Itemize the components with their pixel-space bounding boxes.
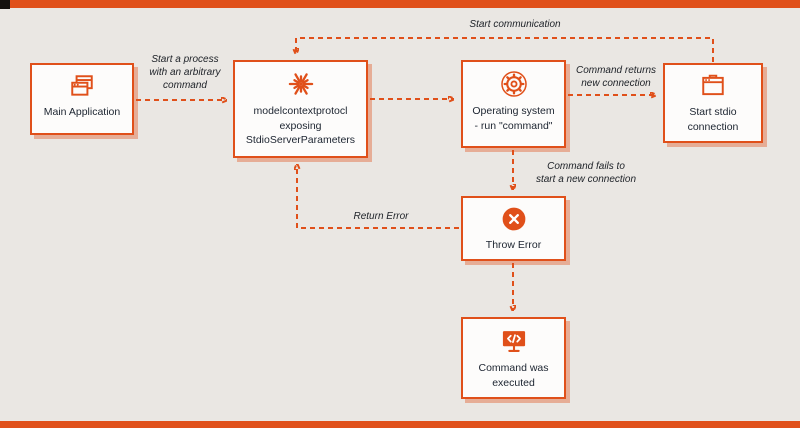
node-label: Throw Error xyxy=(485,239,542,251)
node-label: Operating system - run "command" xyxy=(472,105,555,132)
node-label: Main Application xyxy=(43,106,121,118)
node-label: modelcontextprotocl exposing StdioServer… xyxy=(245,105,356,147)
node-label: Start stdio connection xyxy=(687,106,739,133)
node-mcp-server: modelcontextprotocl exposing StdioServer… xyxy=(233,60,368,158)
edge-label-command-returns: Command returns new connection xyxy=(575,65,657,89)
edge-start-communication xyxy=(296,37,714,62)
error-circle-icon xyxy=(501,206,527,232)
node-throw-error: Throw Error xyxy=(461,196,566,261)
edge-label-start-process: Start a process with an arbitrary comman… xyxy=(149,54,221,91)
edge-label-command-fails: Command fails to start a new connection xyxy=(535,161,637,185)
node-start-stdio-connection: Start stdio connection xyxy=(663,63,763,143)
window-icon xyxy=(700,73,726,99)
burst-icon xyxy=(287,70,315,98)
top-left-notch xyxy=(0,0,10,9)
node-operating-system: Operating system - run "command" xyxy=(461,60,566,148)
node-command-executed: Command was executed xyxy=(461,317,566,399)
node-label: Command was executed xyxy=(478,362,549,389)
edge-label-return-error: Return Error xyxy=(353,211,409,222)
node-main-application: Main Application xyxy=(30,63,134,135)
slide-bottom-border xyxy=(0,421,800,428)
monitor-code-icon xyxy=(500,327,528,355)
gear-icon xyxy=(500,70,528,98)
app-windows-icon xyxy=(69,73,95,99)
edge-label-start-communication: Start communication xyxy=(469,19,561,30)
slide-top-border xyxy=(0,0,800,8)
